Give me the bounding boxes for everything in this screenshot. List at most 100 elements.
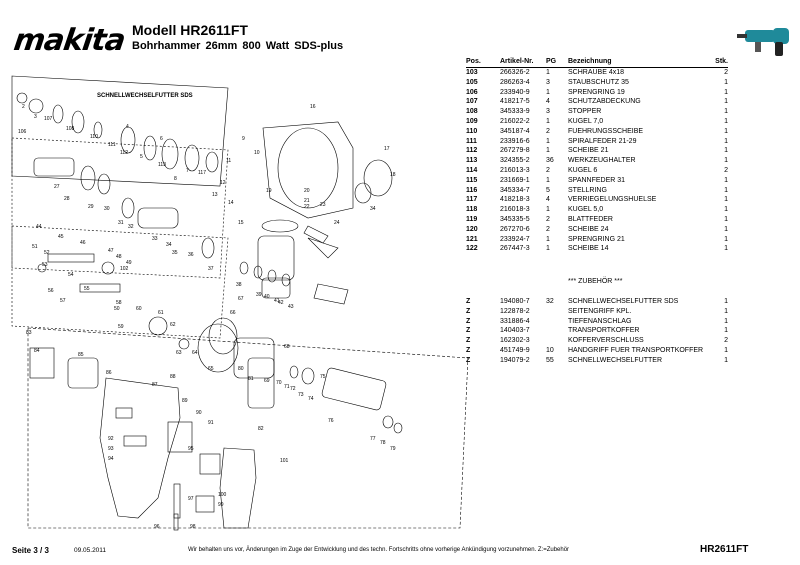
svg-text:58: 58: [116, 300, 122, 306]
svg-text:2: 2: [22, 104, 25, 110]
barrel-parts: [33, 157, 179, 229]
cell-pos: 105: [466, 78, 478, 86]
cell-stk: 1: [724, 78, 728, 86]
cell-pos: Z: [466, 337, 471, 345]
svg-text:94: 94: [108, 456, 114, 462]
svg-text:102: 102: [120, 266, 129, 272]
cell-art: 233940-9: [500, 88, 530, 96]
cell-stk: 1: [724, 147, 728, 155]
cell-pg: 1: [546, 147, 550, 155]
cell-bez: SPRENGRING 19: [568, 88, 625, 96]
cell-art: 233916-6: [500, 137, 530, 145]
cell-art: 267447-3: [500, 245, 530, 253]
cell-stk: 1: [724, 137, 728, 145]
model-title: Modell HR2611FT: [132, 22, 248, 38]
svg-text:83: 83: [26, 330, 32, 336]
svg-text:15: 15: [238, 220, 244, 226]
cell-stk: 1: [724, 176, 728, 184]
svg-text:72: 72: [290, 386, 296, 392]
svg-text:20: 20: [304, 188, 310, 194]
cell-pos: 120: [466, 225, 478, 233]
svg-text:74: 74: [308, 396, 314, 402]
cell-bez: SPIRALFEDER 21-29: [568, 137, 637, 145]
cell-pg: 1: [546, 245, 550, 253]
cell-bez: VERRIEGELUNGSHUELSE: [568, 196, 657, 204]
svg-text:42: 42: [278, 300, 284, 306]
header-art: Artikel-Nr.: [500, 58, 534, 65]
cell-stk: 1: [724, 206, 728, 214]
svg-text:86: 86: [106, 370, 112, 376]
cell-stk: 1: [724, 225, 728, 233]
cell-stk: 1: [724, 98, 728, 106]
cell-pg: 1: [546, 176, 550, 184]
cell-bez: SCHNELLWECHSELFUTTER: [568, 356, 662, 364]
header-bez: Bezeichnung: [568, 58, 612, 65]
cell-art: 345333-9: [500, 108, 530, 116]
cell-bez: TRANSPORTKOFFER: [568, 327, 640, 335]
svg-text:40: 40: [264, 294, 270, 300]
svg-text:87: 87: [152, 382, 158, 388]
cell-pg: 10: [546, 346, 554, 354]
svg-text:33: 33: [152, 236, 158, 242]
svg-text:88: 88: [170, 374, 176, 380]
svg-text:49: 49: [126, 260, 132, 266]
svg-text:46: 46: [80, 240, 86, 246]
cell-bez: SPRENGRING 21: [568, 235, 625, 243]
svg-text:23: 23: [320, 202, 326, 208]
cell-pg: 2: [546, 225, 550, 233]
cell-pg: [546, 307, 568, 317]
cell-pos: Z: [466, 317, 471, 325]
svg-text:91: 91: [208, 420, 214, 426]
cell-pos: Z: [466, 327, 471, 335]
cell-pg: 1: [546, 235, 550, 243]
svg-text:111: 111: [108, 142, 116, 148]
cell-stk: 1: [724, 317, 728, 325]
svg-text:71: 71: [284, 384, 290, 390]
cell-bez: FUEHRUNGSSCHEIBE: [568, 127, 644, 135]
cell-art: 266326-2: [500, 69, 530, 76]
makita-logo: makita: [11, 23, 127, 58]
cell-art: 194080-7: [500, 298, 530, 305]
svg-text:39: 39: [256, 292, 262, 298]
svg-text:90: 90: [196, 410, 202, 416]
cell-bez: KUGEL 6: [568, 166, 598, 174]
cell-pos: 109: [466, 117, 478, 125]
cell-bez: HANDGRIFF FUER TRANSPORTKOFFER: [568, 346, 704, 354]
svg-text:67: 67: [238, 296, 244, 302]
svg-text:41: 41: [274, 298, 280, 304]
cell-bez: SEITENGRIFF KPL.: [568, 307, 632, 315]
svg-text:81: 81: [248, 376, 254, 382]
cell-pos: Z: [466, 346, 471, 354]
svg-text:48: 48: [116, 254, 122, 260]
svg-text:8: 8: [174, 176, 177, 182]
cell-stk: 1: [724, 186, 728, 194]
cell-art: 324355-2: [500, 157, 530, 165]
cell-art: 216013-3: [500, 166, 530, 174]
svg-text:59: 59: [118, 324, 124, 330]
parts-table-header: Pos. Artikel-Nr. PG Bezeichnung Stk.: [466, 57, 728, 68]
cell-pg: 36: [546, 157, 554, 165]
cell-art: 286263-4: [500, 78, 530, 86]
cell-art: 233924-7: [500, 235, 530, 243]
cell-art: 216022-2: [500, 117, 530, 125]
cell-pos: 119: [466, 215, 478, 223]
svg-text:50: 50: [114, 306, 120, 312]
footer-model: HR2611FT: [700, 544, 749, 555]
cell-pg: [546, 317, 568, 327]
cell-pos: 112: [466, 147, 478, 155]
svg-text:30: 30: [104, 206, 110, 212]
svg-text:76: 76: [328, 418, 334, 424]
svg-text:101: 101: [280, 458, 289, 464]
svg-text:4: 4: [126, 124, 129, 130]
cell-pos: 121: [466, 235, 478, 243]
cell-stk: 2: [724, 166, 728, 174]
svg-text:112: 112: [120, 150, 128, 156]
svg-text:17: 17: [384, 146, 390, 152]
svg-text:24: 24: [334, 220, 340, 226]
svg-text:45: 45: [58, 234, 64, 240]
